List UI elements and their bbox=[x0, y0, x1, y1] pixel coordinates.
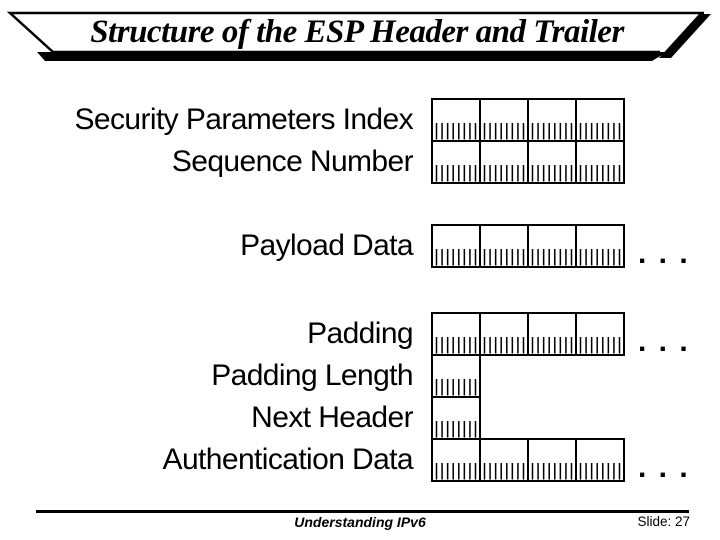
byte-cell bbox=[479, 438, 529, 482]
field-label-padding-length: Padding Length bbox=[211, 359, 413, 392]
footer-presentation-title: Understanding IPv6 bbox=[294, 514, 426, 530]
field-label-payload-data: Payload Data bbox=[240, 229, 414, 262]
byte-cell bbox=[527, 140, 577, 184]
page-title: Structure of the ESP Header and Trailer bbox=[90, 14, 624, 50]
field-label-next-header: Next Header bbox=[251, 401, 413, 434]
bitfield-row-payload-data: . . . bbox=[431, 224, 690, 268]
field-label-padding: Padding bbox=[307, 317, 414, 350]
byte-cell bbox=[479, 312, 529, 356]
byte-cell bbox=[479, 140, 529, 184]
byte-cell bbox=[431, 98, 481, 142]
title-banner-shape bbox=[6, 11, 704, 54]
byte-cell bbox=[527, 98, 577, 142]
footer-divider bbox=[36, 510, 689, 513]
byte-cell bbox=[431, 140, 481, 184]
title-banner-shadow bbox=[37, 52, 667, 61]
byte-cell bbox=[431, 438, 481, 482]
field-label-sequence-number: Sequence Number bbox=[171, 145, 414, 178]
title-banner-slash-icon bbox=[659, 14, 711, 58]
bitfield-row-security-parameters-index bbox=[431, 98, 625, 142]
byte-cell bbox=[431, 312, 481, 356]
byte-cell bbox=[479, 98, 529, 142]
bitfield-row-padding-length bbox=[431, 354, 481, 398]
byte-cell bbox=[431, 396, 481, 440]
bitfield-group-esp-header bbox=[431, 98, 625, 184]
byte-cell bbox=[575, 140, 625, 184]
byte-cell bbox=[575, 98, 625, 142]
title-banner bbox=[6, 11, 711, 61]
bitfield-group-esp-trailer: . . . . . . bbox=[431, 312, 690, 482]
byte-cell bbox=[575, 438, 625, 482]
byte-cell bbox=[575, 312, 625, 356]
byte-cell bbox=[527, 438, 577, 482]
ellipsis-dots: . . . bbox=[638, 451, 690, 482]
ellipsis-dots: . . . bbox=[638, 237, 690, 268]
bitfield-row-padding: . . . bbox=[431, 312, 690, 358]
bitfield-row-sequence-number bbox=[431, 140, 625, 184]
slide-number: Slide: 27 bbox=[637, 514, 690, 529]
byte-cell bbox=[527, 224, 577, 268]
field-label-security-parameters-index: Security Parameters Index bbox=[74, 103, 414, 136]
byte-cell bbox=[431, 224, 481, 268]
field-label-authentication-data: Authentication Data bbox=[162, 443, 414, 476]
bitfield-row-authentication-data: . . . bbox=[431, 438, 690, 482]
ellipsis-dots: . . . bbox=[638, 325, 690, 358]
byte-cell bbox=[575, 224, 625, 268]
byte-cell bbox=[527, 312, 577, 356]
bitfield-row-next-header bbox=[431, 396, 481, 440]
byte-cell bbox=[431, 354, 481, 398]
byte-cell bbox=[479, 224, 529, 268]
bitfield-group-payload: . . . bbox=[431, 224, 690, 268]
